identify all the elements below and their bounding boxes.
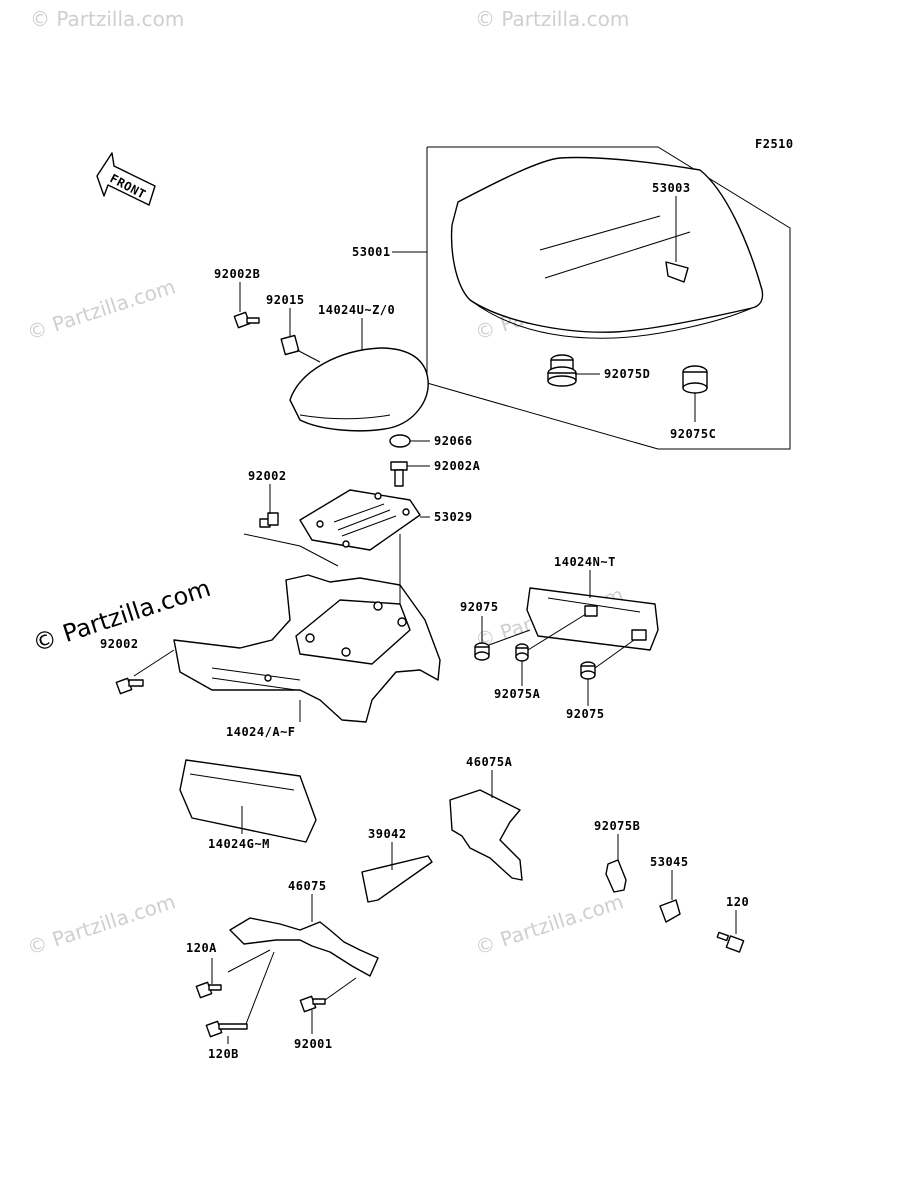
- label-92066: 92066: [434, 434, 473, 448]
- bracket-46075: [229, 917, 379, 977]
- clip-92015: [280, 334, 300, 356]
- label-92001: 92001: [294, 1037, 333, 1051]
- watermark: © Partzilla.com: [30, 7, 184, 31]
- bolt-92001: [299, 995, 326, 1013]
- bolt-92002A: [390, 461, 408, 487]
- watermarks: © Partzilla.com © Partzilla.com © Partzi…: [24, 7, 629, 960]
- bolt-92002B: [233, 311, 260, 329]
- bar-39042: [361, 855, 433, 903]
- seat-53001: [450, 156, 764, 339]
- label-92075C: 92075C: [670, 427, 716, 441]
- front-arrow-icon: FRONT: [96, 152, 156, 206]
- label-14024NT: 14024N~T: [554, 555, 616, 569]
- seat-cowl-14024U: [289, 347, 429, 432]
- part-labels: 53001 53003 92075D 92075C 92002B 92015 1…: [100, 181, 749, 1061]
- bolt-120B: [205, 1020, 248, 1038]
- label-92002A: 92002A: [434, 459, 481, 473]
- grommet-92075A: [515, 643, 529, 662]
- label-14024GM: 14024G~M: [208, 837, 270, 851]
- label-53045: 53045: [650, 855, 689, 869]
- label-92015: 92015: [266, 293, 305, 307]
- part-53045: [659, 899, 681, 923]
- label-120B: 120B: [208, 1047, 239, 1061]
- watermark: © Partzilla.com: [24, 274, 178, 345]
- label-92075A: 92075A: [494, 687, 541, 701]
- label-92075: 92075: [460, 600, 499, 614]
- label-92075-lower: 92075: [566, 707, 605, 721]
- bolt-92002-left: [115, 677, 144, 695]
- watermark: © Partzilla.com: [472, 889, 626, 960]
- label-46075A: 46075A: [466, 755, 513, 769]
- bolt-92002-top: [259, 512, 279, 528]
- label-39042: 39042: [368, 827, 407, 841]
- label-53001: 53001: [352, 245, 391, 259]
- label-92075B: 92075B: [594, 819, 640, 833]
- label-46075: 46075: [288, 879, 327, 893]
- watermark: © Partzilla.com: [475, 7, 629, 31]
- cap-92066: [389, 434, 411, 448]
- label-92002-left: 92002: [100, 637, 139, 651]
- bolt-120: [716, 931, 745, 953]
- cushion-92075B: [605, 859, 627, 893]
- side-cover-14024G: [179, 759, 317, 843]
- label-92002-top: 92002: [248, 469, 287, 483]
- grommet-92075-lower: [580, 661, 596, 680]
- label-120A: 120A: [186, 941, 217, 955]
- watermark: © Partzilla.com: [24, 889, 178, 960]
- tail-cover-14024N: [526, 587, 659, 651]
- figure-code: F2510: [755, 137, 794, 151]
- label-53003: 53003: [652, 181, 691, 195]
- label-120: 120: [726, 895, 749, 909]
- label-92002B: 92002B: [214, 267, 260, 281]
- damper-92075C: [682, 365, 708, 394]
- rear-fender-14024: [173, 574, 441, 723]
- bolt-120A: [195, 981, 222, 999]
- bracket-46075A: [449, 789, 523, 881]
- leader-lines: [133, 196, 737, 1044]
- plate-53029: [299, 489, 421, 551]
- grommet-92075: [474, 642, 490, 661]
- label-92075D: 92075D: [604, 367, 650, 381]
- label-14024AF: 14024/A~F: [226, 725, 296, 739]
- damper-92075D: [547, 354, 577, 387]
- label-53029: 53029: [434, 510, 473, 524]
- label-14024U: 14024U~Z/0: [318, 303, 395, 317]
